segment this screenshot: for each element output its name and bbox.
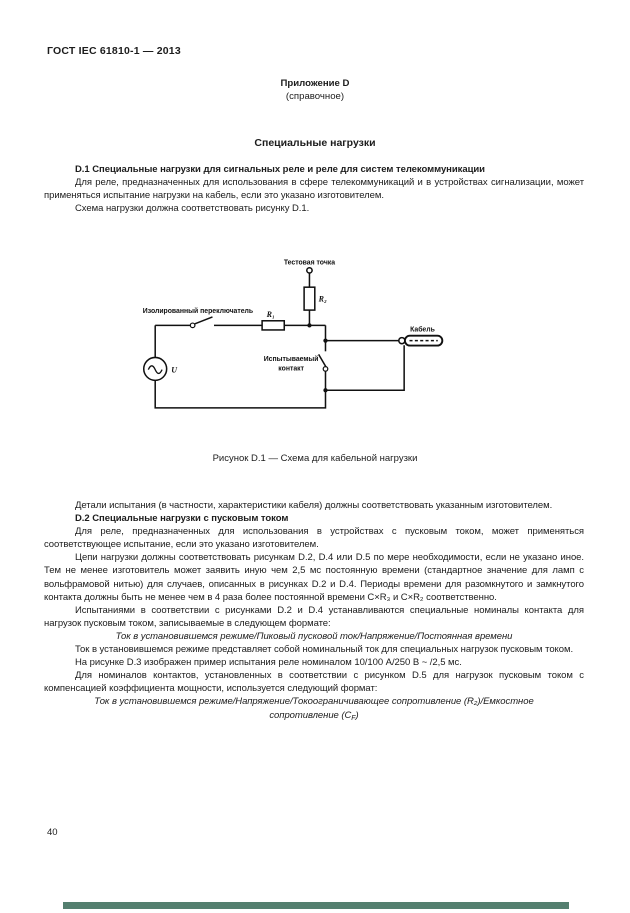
d2-paragraph-5: На рисунке D.3 изображен пример испытани… [75,657,462,669]
d2-format-line-1: Ток в установившемся режиме/Пиковый пуск… [115,630,513,642]
format2-prefix: сопротивление (С [269,709,352,721]
junction-dot [323,338,328,343]
resistor-r1 [261,320,286,331]
d1-heading: D.1 Специальные нагрузки для сигнальных … [75,164,485,175]
d2-paragraph-4: Ток в установившемся режиме представляет… [75,644,574,656]
r1-label: R₁ [266,310,275,319]
d1-paragraph-1: Для реле, предназначенных для использова… [44,177,584,202]
circuit-wires [154,273,405,409]
d1-paragraph-3: Детали испытания (в частности, характери… [75,500,553,511]
resistor-r2 [303,286,316,311]
test-contact-terminal [322,365,329,372]
page-number: 40 [47,827,58,838]
r2-label: R₂ [318,295,327,304]
format2-suffix: ) [355,709,359,721]
d2-paragraph-6: Для номиналов контактов, установленных в… [44,670,584,695]
test-contact-blade [317,353,327,368]
figure-caption: Рисунок D.1 — Схема для кабельной нагруз… [212,453,418,464]
sine-wave-icon [147,365,163,375]
cable-label: Кабель [410,325,435,333]
test-contact-label-line2: контакт [278,365,304,372]
d2-paragraph-1: Для реле, предназначенных для использова… [44,526,584,551]
isolated-switch-blade [194,316,213,325]
test-point-terminal [306,266,313,274]
doc-number: ГОСТ IEC 61810-1 — 2013 [47,45,181,57]
test-point-label: Тестовая точка [284,259,335,266]
junction-dot [323,388,328,393]
section-title: Специальные нагрузки [254,137,376,149]
annex-header: Приложение D (справочное) [0,77,630,103]
d1-paragraph-2: Схема нагрузки должна соответствовать ри… [75,203,310,215]
d2-paragraph-2: Цепи нагрузки должны соответствовать рис… [44,552,584,603]
junction-dot [307,323,312,328]
isolated-switch-label: Изолированный переключатель [143,307,253,315]
isolated-switch-pivot [189,322,196,329]
source-voltage-label: U [171,366,178,375]
annex-title: Приложение D [280,78,350,89]
d2-paragraph-3: Испытаниями в соответствии с рисунками D… [44,604,584,629]
d2-format-line-2b: сопротивление (СF) [44,709,584,725]
section-d1: D.1 Специальные нагрузки для сигнальных … [44,163,584,215]
circuit-diagram-figure: Тестовая точка Изолированный переключате… [143,259,444,409]
footer-color-bar [63,902,569,909]
cable-body [403,334,444,347]
format2-subscript: F [351,714,356,722]
annex-subtitle: (справочное) [285,91,345,102]
section-d2: Детали испытания (в частности, характери… [44,499,584,725]
d2-heading: D.2 Специальные нагрузки с пусковым токо… [75,513,289,525]
d2-format-line-2a: Ток в установившемся режиме/Напряжение/Т… [94,696,534,708]
test-contact-label-line1: Испытываемый [264,355,319,363]
